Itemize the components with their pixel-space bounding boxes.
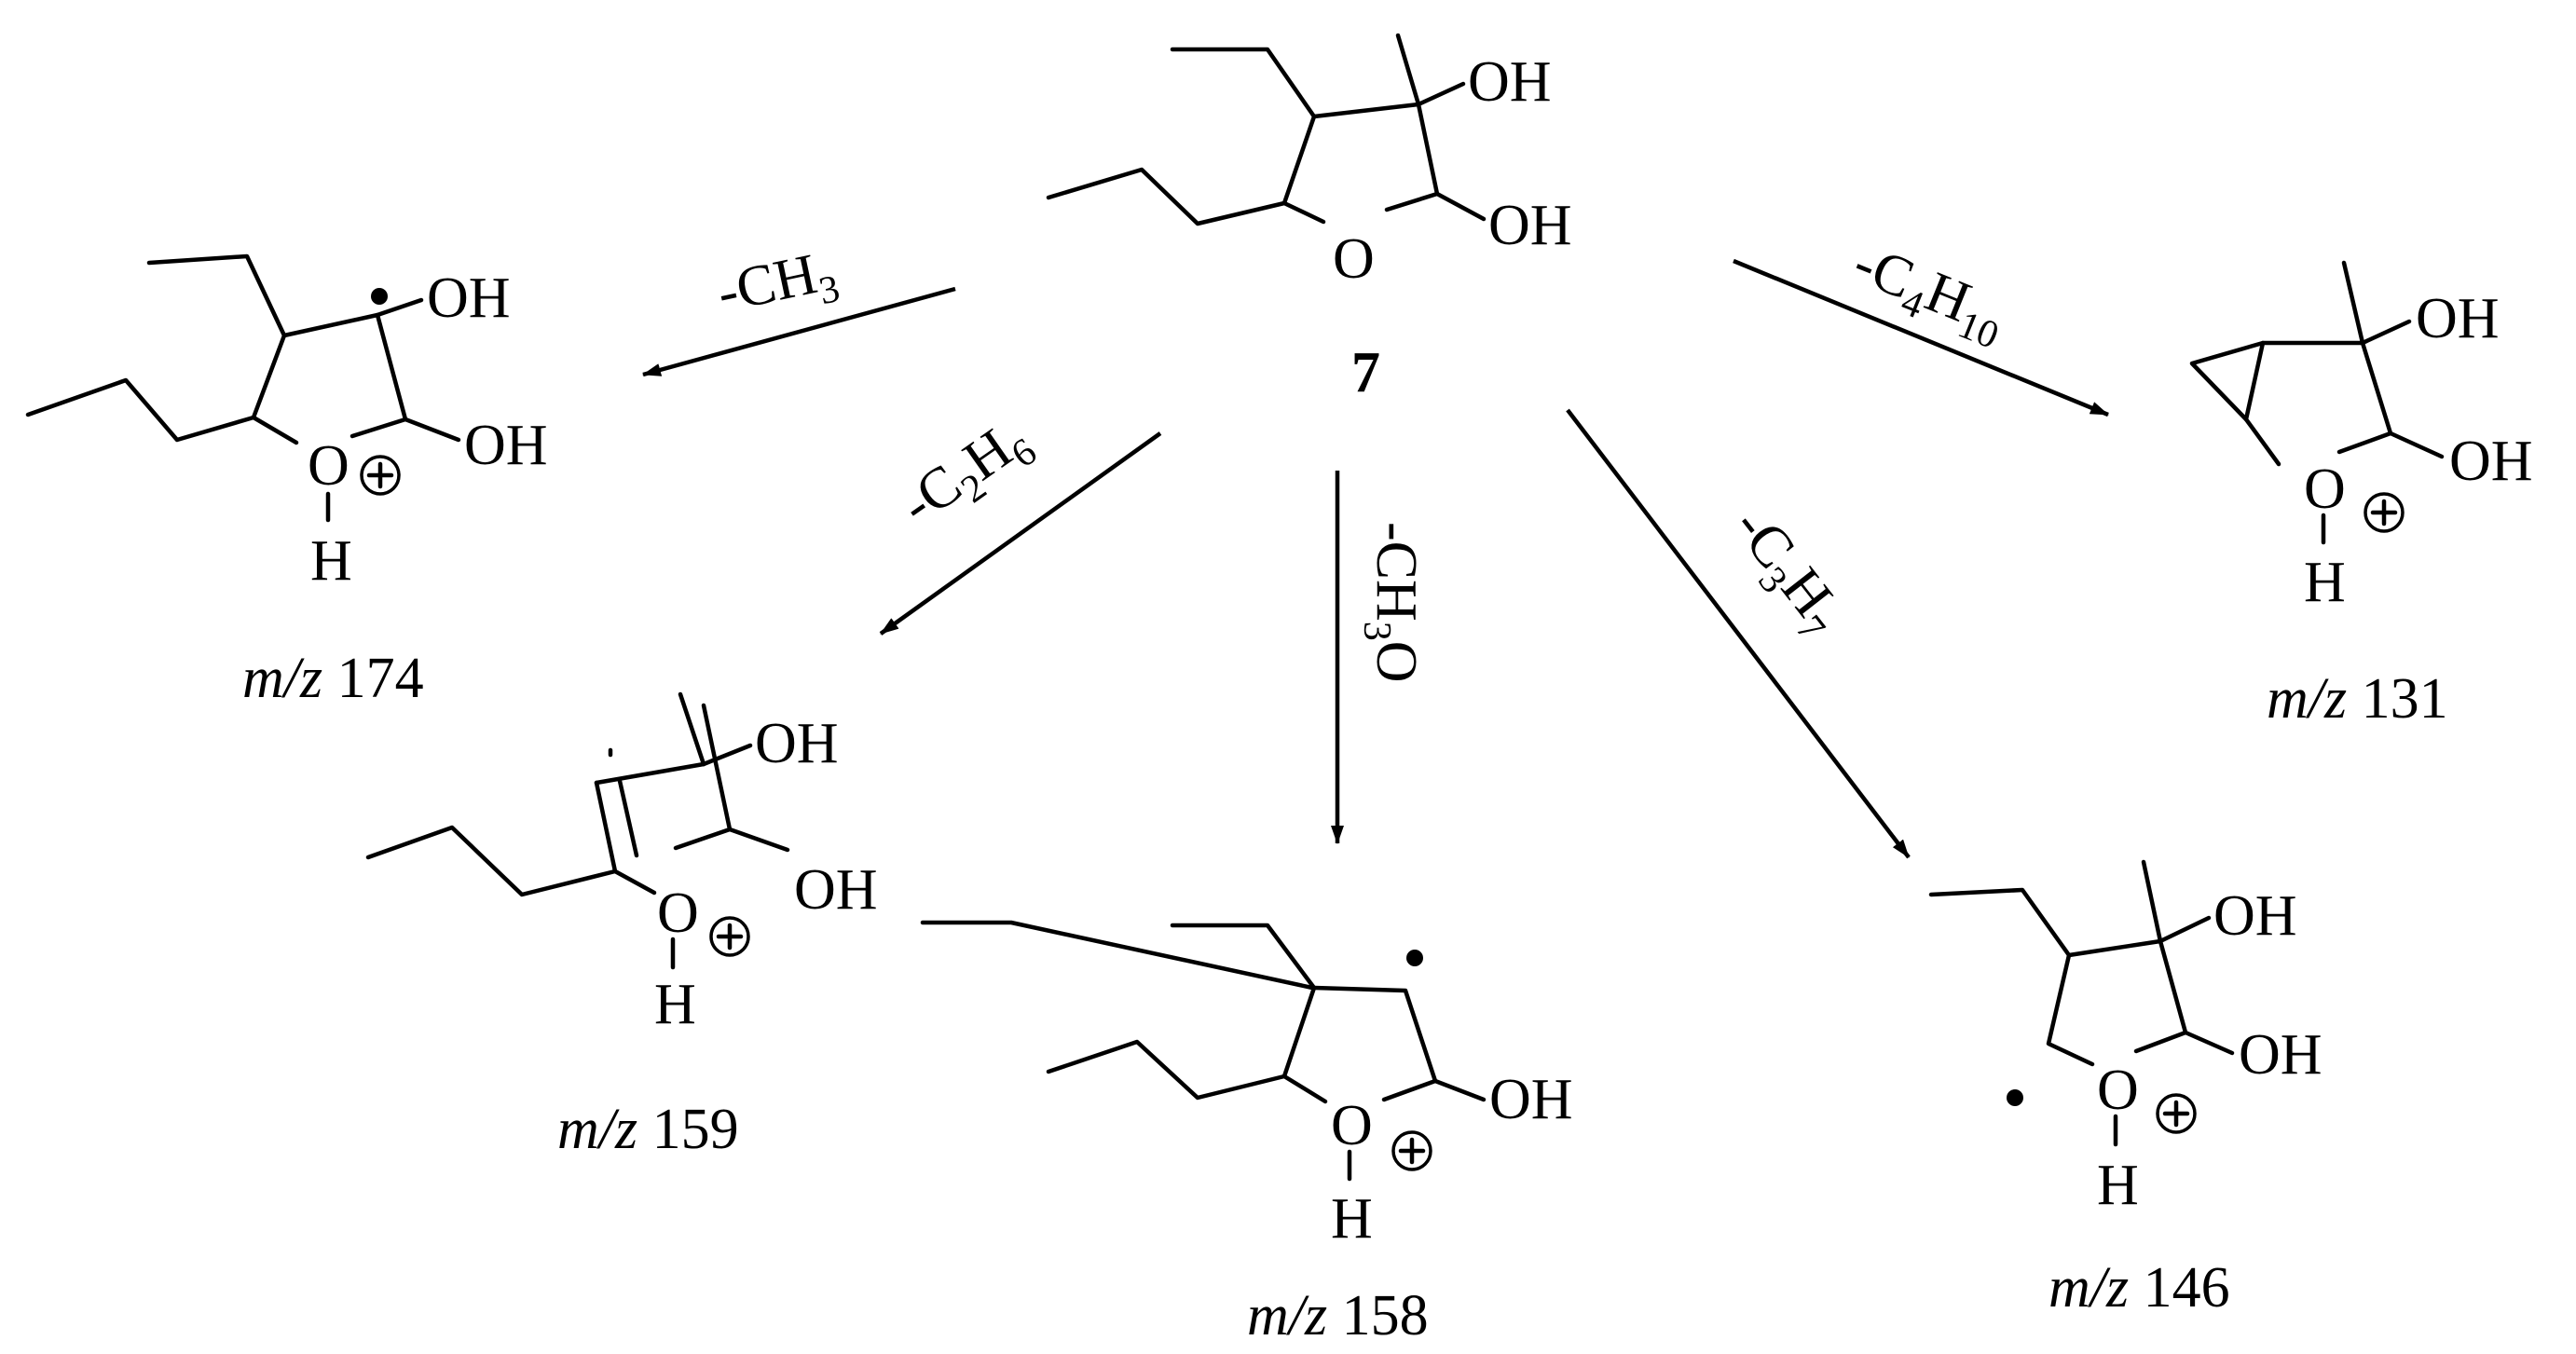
ring-oxygen-label: O: [308, 434, 349, 498]
mz-label-159: m/z 159: [557, 1098, 739, 1161]
positive-charge-icon: [709, 916, 750, 957]
arrow-to-146: -C3H7: [1566, 408, 1911, 859]
loss-label-c4h10: -C4H10: [1842, 231, 2016, 358]
compound-number-label: 7: [1351, 341, 1380, 404]
oh-label: OH: [2416, 287, 2500, 350]
positive-charge-icon: [2156, 1093, 2197, 1134]
mz-label-174: m/z 174: [242, 647, 424, 710]
ring-oxygen-label: O: [2097, 1059, 2139, 1122]
positive-charge-icon: [2364, 492, 2405, 533]
ring-oxygen-label: O: [2304, 458, 2346, 521]
fragment-174-structure: OH OH O H m/z 174: [25, 253, 548, 710]
fragment-159-structure: OH OH O H m/z 159: [365, 691, 878, 1161]
arrow-to-174: -CH3: [642, 239, 956, 377]
mz-label-131: m/z 131: [2267, 667, 2448, 731]
loss-label-ch3o: -CH3O: [1355, 522, 1428, 683]
ring-oxygen-label: O: [1333, 227, 1375, 291]
positive-charge-icon: [1391, 1130, 1432, 1171]
hydrogen-label: H: [2097, 1154, 2139, 1217]
radical-dot: [371, 288, 388, 305]
fragment-146-structure: OH OH O H m/z 146: [1928, 859, 2323, 1320]
oh-label: OH: [2449, 430, 2533, 493]
fragment-131-structure: OH OH O H m/z 131: [2189, 260, 2533, 731]
radical-dot: [1406, 950, 1423, 966]
fragment-158-structure: OH O H m/z 158: [920, 920, 1573, 1347]
arrow-to-158: -CH3O: [1331, 471, 1428, 844]
arrow-to-159: -C2H6: [879, 405, 1162, 636]
oh-label: OH: [427, 267, 511, 330]
oh-label: OH: [2213, 884, 2297, 948]
radical-dot: [2007, 1089, 2023, 1106]
hydrogen-label: H: [310, 529, 352, 593]
loss-label-c2h6: -C2H6: [889, 405, 1045, 544]
ring-oxygen-label: O: [657, 882, 699, 945]
oh-label: OH: [1489, 1068, 1573, 1131]
ring-oxygen-label: O: [1331, 1094, 1373, 1157]
mz-label-146: m/z 146: [2048, 1256, 2230, 1320]
hydrogen-label: H: [2304, 551, 2346, 614]
arrow-to-131: -C4H10: [1733, 231, 2109, 417]
mz-label-158: m/z 158: [1247, 1284, 1429, 1347]
oh-label: OH: [1488, 194, 1572, 257]
oh-label: OH: [1468, 50, 1552, 114]
loss-label-ch3: -CH3: [712, 239, 843, 335]
oh-label: OH: [794, 858, 878, 922]
loss-label-c3h7: -C3H7: [1714, 496, 1857, 650]
compound-7-structure: OH OH O 7: [1046, 33, 1572, 404]
oh-label: OH: [464, 414, 548, 477]
hydrogen-label: H: [1331, 1187, 1373, 1251]
oh-label: OH: [755, 712, 839, 775]
hydrogen-label: H: [654, 973, 696, 1036]
positive-charge-icon: [360, 455, 401, 496]
oh-label: OH: [2239, 1023, 2323, 1087]
